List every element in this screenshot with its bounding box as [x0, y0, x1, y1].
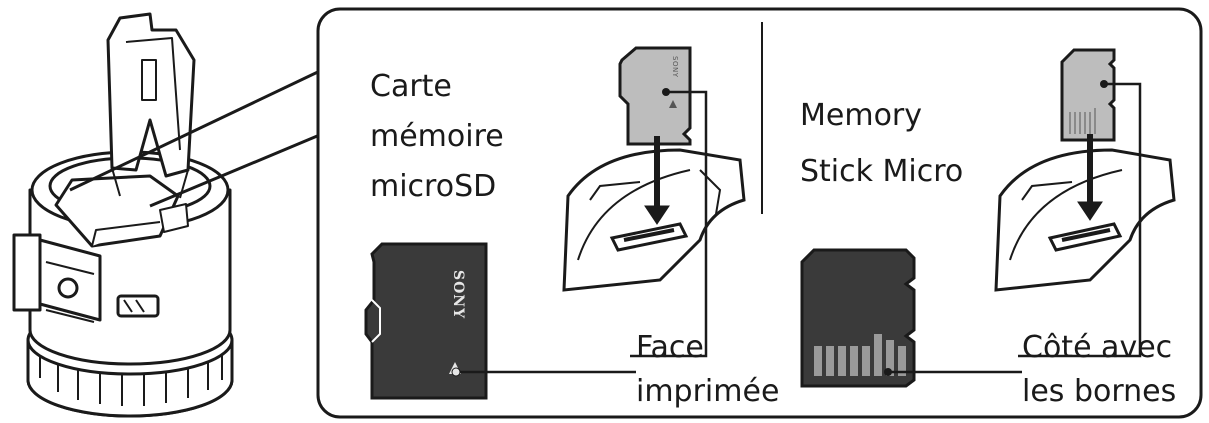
msm-card-terminals — [802, 250, 914, 386]
label-line: microSD — [370, 162, 504, 212]
label-line: mémoire — [370, 112, 504, 162]
camera-module-illustration — [14, 14, 232, 416]
microsd-brand-label: SONY — [450, 270, 466, 319]
msm-card-upright — [1062, 50, 1114, 140]
label-memory-stick-micro: Memory Stick Micro — [800, 88, 963, 200]
label-terminal-side: Côté avec les bornes — [1022, 326, 1176, 414]
label-line: Côté avec — [1022, 326, 1176, 370]
label-line: Memory — [800, 88, 963, 144]
label-line: les bornes — [1022, 370, 1176, 414]
label-printed-face: Face imprimée — [636, 326, 779, 414]
label-line: imprimée — [636, 370, 779, 414]
microsd-card-printed: SONY — [366, 244, 486, 398]
label-line: Stick Micro — [800, 144, 963, 200]
label-line: Carte — [370, 62, 504, 112]
label-microsd-card: Carte mémoire microSD — [370, 62, 504, 212]
microsd-brand-mark: SONY — [671, 56, 679, 78]
label-line: Face — [636, 326, 779, 370]
microsd-card-upright: SONY — [620, 48, 690, 144]
